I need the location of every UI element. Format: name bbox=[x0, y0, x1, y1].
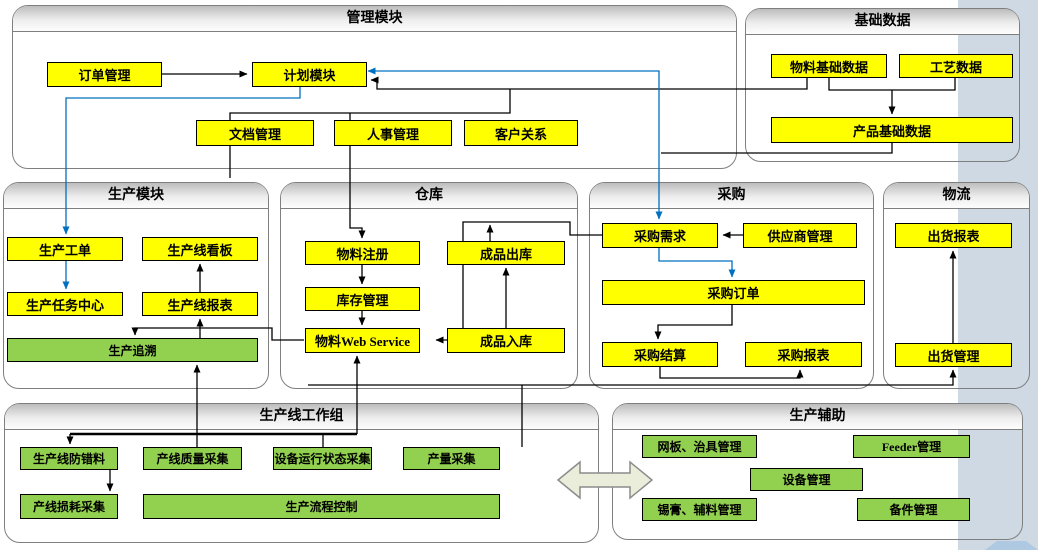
node-order-mgmt: 订单管理 bbox=[47, 62, 162, 87]
section-line-workgroup: 生产线工作组 bbox=[4, 403, 599, 543]
node-error-proof: 生产线防错料 bbox=[20, 447, 118, 470]
node-solder-mgmt: 锡膏、辅料管理 bbox=[642, 498, 757, 521]
node-hr-mgmt: 人事管理 bbox=[334, 120, 452, 146]
node-equip-status: 设备运行状态采集 bbox=[273, 447, 372, 470]
node-line-kanban: 生产线看板 bbox=[142, 237, 258, 261]
section-title-purchase: 采购 bbox=[590, 183, 873, 209]
section-logistics: 物流 bbox=[883, 182, 1030, 389]
node-ship-mgmt: 出货管理 bbox=[895, 343, 1012, 367]
node-fg-outbound: 成品出库 bbox=[447, 241, 565, 265]
section-warehouse: 仓库 bbox=[280, 182, 578, 389]
section-title-logistics: 物流 bbox=[884, 183, 1029, 209]
node-fg-inbound: 成品入库 bbox=[447, 328, 565, 353]
node-purchase-order: 采购订单 bbox=[602, 280, 865, 305]
node-line-report: 生产线报表 bbox=[142, 292, 258, 316]
node-feeder-mgmt: Feeder管理 bbox=[853, 435, 970, 458]
node-work-order: 生产工单 bbox=[7, 237, 123, 261]
section-title-management: 管理模块 bbox=[13, 6, 736, 32]
section-basic-data: 基础数据 bbox=[745, 8, 1020, 162]
node-doc-mgmt: 文档管理 bbox=[196, 120, 314, 146]
node-product-base: 产品基础数据 bbox=[771, 117, 1013, 143]
section-title-basic-data: 基础数据 bbox=[746, 9, 1019, 35]
node-output-collect: 产量采集 bbox=[403, 447, 500, 470]
node-material-reg: 物料注册 bbox=[305, 241, 420, 265]
node-task-center: 生产任务中心 bbox=[7, 292, 123, 316]
node-purchase-report: 采购报表 bbox=[745, 342, 862, 367]
section-title-auxiliary: 生产辅助 bbox=[613, 404, 1022, 430]
node-equip-mgmt: 设备管理 bbox=[750, 468, 863, 491]
section-title-line-workgroup: 生产线工作组 bbox=[5, 404, 598, 430]
node-flow-control: 生产流程控制 bbox=[143, 494, 500, 519]
section-title-warehouse: 仓库 bbox=[281, 183, 577, 209]
node-prod-trace: 生产追溯 bbox=[7, 338, 258, 362]
node-stencil-mgmt: 网板、治具管理 bbox=[642, 435, 757, 458]
section-auxiliary: 生产辅助 bbox=[612, 403, 1023, 540]
section-title-production: 生产模块 bbox=[4, 183, 268, 209]
node-material-base: 物料基础数据 bbox=[771, 54, 887, 78]
node-inventory: 库存管理 bbox=[305, 287, 420, 311]
node-loss-collect: 产线损耗采集 bbox=[20, 494, 118, 519]
background-side-band bbox=[958, 0, 1038, 550]
section-management: 管理模块 bbox=[12, 5, 737, 169]
node-ship-report: 出货报表 bbox=[895, 223, 1012, 248]
node-purchase-req: 采购需求 bbox=[602, 223, 718, 248]
node-purchase-settle: 采购结算 bbox=[602, 342, 718, 367]
node-spare-mgmt: 备件管理 bbox=[857, 498, 970, 521]
node-plan-module: 计划模块 bbox=[252, 62, 367, 87]
node-quality-collect: 产线质量采集 bbox=[143, 447, 242, 470]
node-material-ws: 物料Web Service bbox=[305, 328, 420, 353]
node-customer-rel: 客户关系 bbox=[464, 120, 578, 146]
node-process-data: 工艺数据 bbox=[899, 54, 1013, 78]
node-supplier-mgmt: 供应商管理 bbox=[743, 223, 857, 248]
